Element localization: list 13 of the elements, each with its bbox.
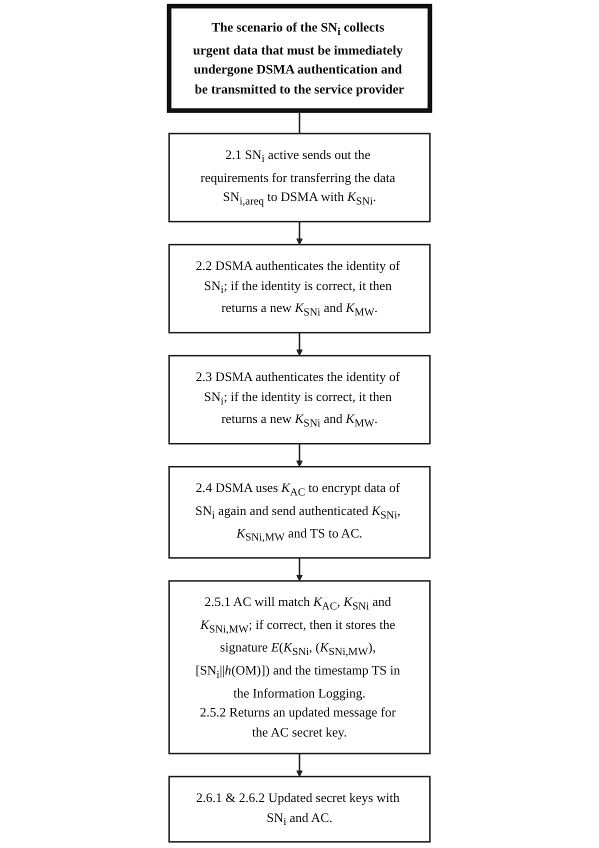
node-box: 2.4 DSMA uses K$_{AC}$ to encrypt data of SN$_{i}$ again and send authenticated K$_{SNi}$, K$_{SNi,MW}$ and TS to AC. [168,466,431,559]
arrow [296,222,303,245]
node-box: 2.3 DSMA authenticates the identity of SN$_{i}$; if the identity is correct, it then returns a new K$_{SNi}$ and K$_{MW}$. [168,354,431,444]
node-box: 2.1 SN$_{i}$ active sends out the requirements for transferring the data SN$_{i,areq}$ to DSMA with K$_{SNi}$. [168,132,431,222]
arrow [296,444,303,468]
arrow [296,754,303,777]
node-box: 2.5.1 AC will match K$_{AC}$, K$_{SNi}$ and K$_{SNi,MW}$; if correct, then it stores the signature E(K$_{SNi}$, (K$_{SNi,MW}$), [SN$_{i}$||h(OM)]) and the timestamp TS in the Information Logging. 2.5.2 Returns an updated message for the AC secret key. [168,580,431,754]
connector [298,110,300,134]
node-box: 2.6.1 & 2.6.2 Updated secret keys with SN$_{i}$ and AC. [168,776,431,843]
arrow [296,332,303,356]
node-box: The scenario of the SN$_{i}$ collects urgent data that must be immediately undergone DSMA authentication and be transmitted to the service provider [166,4,432,113]
node-box: 2.2 DSMA authenticates the identity of SN$_{i}$; if the identity is correct, it then returns a new K$_{SNi}$ and K$_{MW}$. [168,244,431,334]
arrow [296,558,303,582]
